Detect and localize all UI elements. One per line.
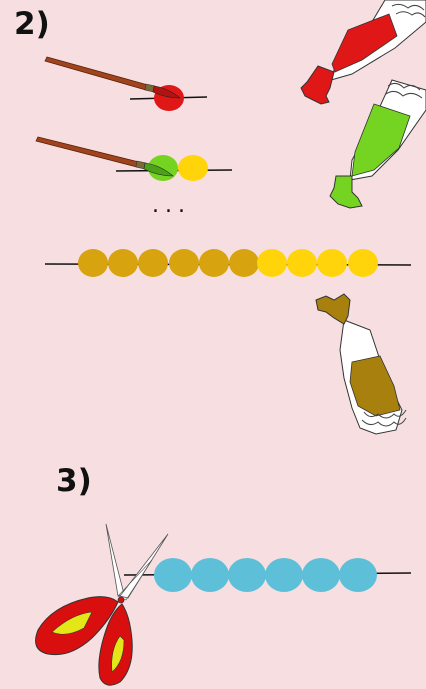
ochre-bead <box>108 249 138 277</box>
bead-strand-long <box>45 249 411 277</box>
blue-bead <box>339 558 377 592</box>
ochre-bead <box>78 249 108 277</box>
blue-bead <box>228 558 266 592</box>
blue-bead <box>191 558 229 592</box>
paintbrush-icon <box>45 57 180 98</box>
paint-tube-icon <box>316 294 406 434</box>
yellow-bead <box>287 249 317 277</box>
scissors-icon <box>36 524 168 685</box>
yellow-bead <box>317 249 347 277</box>
yellow-bead <box>257 249 287 277</box>
paintbrush-icon <box>36 137 173 176</box>
blue-bead <box>265 558 303 592</box>
yellow-bead <box>178 155 208 181</box>
paint-tube-icon <box>330 80 426 208</box>
blue-bead <box>302 558 340 592</box>
ochre-bead <box>229 249 259 277</box>
yellow-bead <box>348 249 378 277</box>
ochre-bead <box>169 249 199 277</box>
bead-string-green-yellow <box>116 155 232 181</box>
ochre-bead <box>138 249 168 277</box>
blue-bead <box>154 558 192 592</box>
ochre-bead <box>199 249 229 277</box>
bead-strand-blue <box>124 558 411 592</box>
